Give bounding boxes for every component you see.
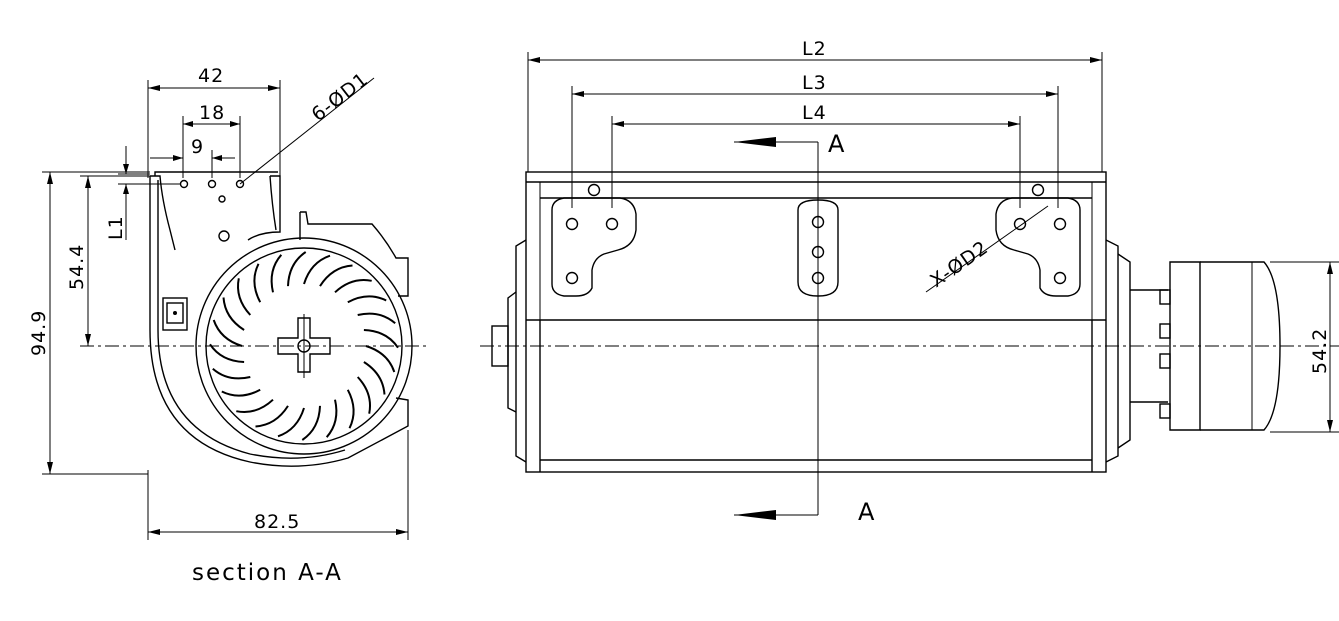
- dim-94-9-label: 94.9: [28, 310, 50, 356]
- impeller-blade: [270, 254, 283, 293]
- impeller-blade: [356, 376, 371, 414]
- blower-body: [525, 171, 1107, 473]
- impeller-blade: [236, 398, 274, 413]
- impeller-blade: [222, 297, 245, 331]
- mount-bracket-left: [551, 183, 637, 297]
- dim-82-5-label: 82.5: [254, 511, 300, 533]
- dim-42-label: 42: [198, 65, 224, 87]
- impeller-blade: [301, 405, 321, 441]
- impeller-blade: [325, 399, 338, 438]
- section-marker: A A: [734, 130, 875, 526]
- front-view: L2 L3 L4 A A: [480, 38, 1339, 526]
- dimension-42: 42: [147, 65, 281, 178]
- motor: [1105, 239, 1281, 463]
- dimension-94-9: 94.9: [28, 171, 150, 475]
- dimension-l4: L4: [611, 102, 1021, 208]
- blower-housing: [149, 171, 409, 467]
- dimension-l1: L1: [105, 146, 180, 240]
- dim-l4-label: L4: [802, 102, 827, 124]
- top-mount-holes: [179, 179, 245, 242]
- section-mark-bottom: A: [858, 498, 875, 526]
- impeller-blade: [253, 263, 262, 303]
- leader-x-d2: X-ØD2: [925, 205, 1049, 293]
- section-view: 42 18 9 6-ØD1: [28, 65, 430, 586]
- dimension-9: 9: [150, 136, 235, 178]
- impeller-blade: [221, 388, 261, 397]
- dim-54-2-label: 54.2: [1309, 328, 1331, 374]
- section-mark-top: A: [828, 130, 845, 158]
- impeller-blade: [287, 251, 307, 287]
- dimension-18: 18: [182, 102, 241, 178]
- impeller-blades: [209, 251, 399, 441]
- impeller-blade: [334, 279, 372, 294]
- dimension-82-5: 82.5: [147, 430, 409, 540]
- dim-l2-label: L2: [802, 38, 827, 60]
- dimension-54-4: 54.4: [66, 175, 150, 346]
- impeller-blade: [346, 389, 355, 429]
- dimension-l3: L3: [571, 72, 1059, 208]
- mount-bracket-center: [797, 199, 839, 297]
- dimension-54-2: 54.2: [1270, 261, 1339, 433]
- dim-l1-label: L1: [105, 215, 127, 240]
- impeller: [195, 237, 413, 455]
- impeller-blade: [209, 343, 245, 363]
- dim-54-4-label: 54.4: [66, 244, 88, 290]
- impeller-blade: [363, 329, 399, 349]
- dim-9-label: 9: [191, 136, 204, 158]
- section-caption: section A-A: [192, 560, 343, 586]
- impeller-blade: [347, 295, 387, 304]
- left-end-cap: [491, 239, 527, 463]
- impeller-blade: [319, 264, 353, 287]
- impeller-blade: [303, 254, 331, 285]
- impeller-blade: [365, 345, 396, 373]
- dim-l3-label: L3: [802, 72, 827, 94]
- impeller-blade: [212, 319, 243, 347]
- holes-6-d1-label: 6-ØD1: [308, 68, 373, 126]
- dimension-l2: L2: [527, 38, 1103, 172]
- holes-x-d2-label: X-ØD2: [926, 236, 992, 292]
- impeller-blade: [357, 312, 396, 325]
- impeller-blade: [237, 278, 252, 316]
- impeller-blade: [277, 407, 305, 438]
- mount-bracket-right: [995, 183, 1081, 297]
- impeller-blade: [255, 405, 289, 428]
- leader-6-d1: 6-ØD1: [239, 68, 375, 185]
- terminal-box: [162, 297, 188, 331]
- impeller-blade: [363, 361, 386, 395]
- dim-18-label: 18: [199, 102, 225, 124]
- impeller-blade: [212, 367, 251, 380]
